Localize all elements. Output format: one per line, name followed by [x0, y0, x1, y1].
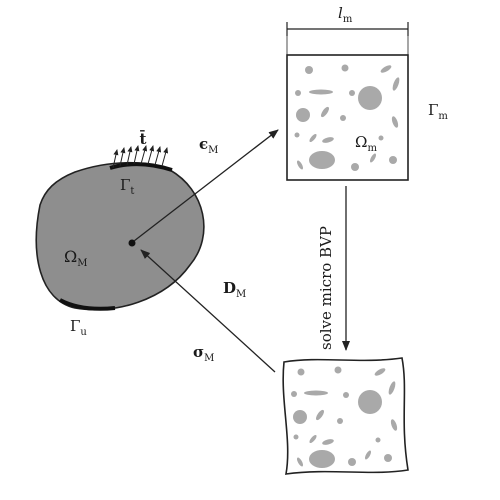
rve-deformed: [282, 357, 409, 475]
micro-solve-label: solve micro BVP: [317, 226, 335, 350]
rve-domain-label: Ωm: [355, 133, 377, 154]
traction-boundary-line: [109, 162, 173, 172]
rve-size-label: lm: [338, 4, 353, 25]
traction-label: t̄: [139, 129, 146, 148]
tangent-label: DM: [223, 279, 246, 300]
material-point: [128, 239, 136, 247]
rve-inclusions: [294, 64, 400, 171]
stress-label: σM: [193, 343, 214, 364]
stress-arrow: [140, 249, 276, 373]
strain-label: ϵM: [199, 135, 218, 156]
rve-deformed-inclusions: [291, 366, 398, 468]
traction-arrows: [112, 145, 169, 169]
traction-boundary-label: Γt: [120, 176, 134, 197]
strain-arrow: [133, 129, 279, 242]
macro-body: [35, 161, 205, 311]
macro-domain-label: ΩM: [64, 247, 88, 269]
displacement-boundary-label: Γu: [70, 317, 87, 338]
displacement-boundary-line: [59, 298, 116, 311]
rve-boundary-label: Γm: [428, 101, 448, 122]
